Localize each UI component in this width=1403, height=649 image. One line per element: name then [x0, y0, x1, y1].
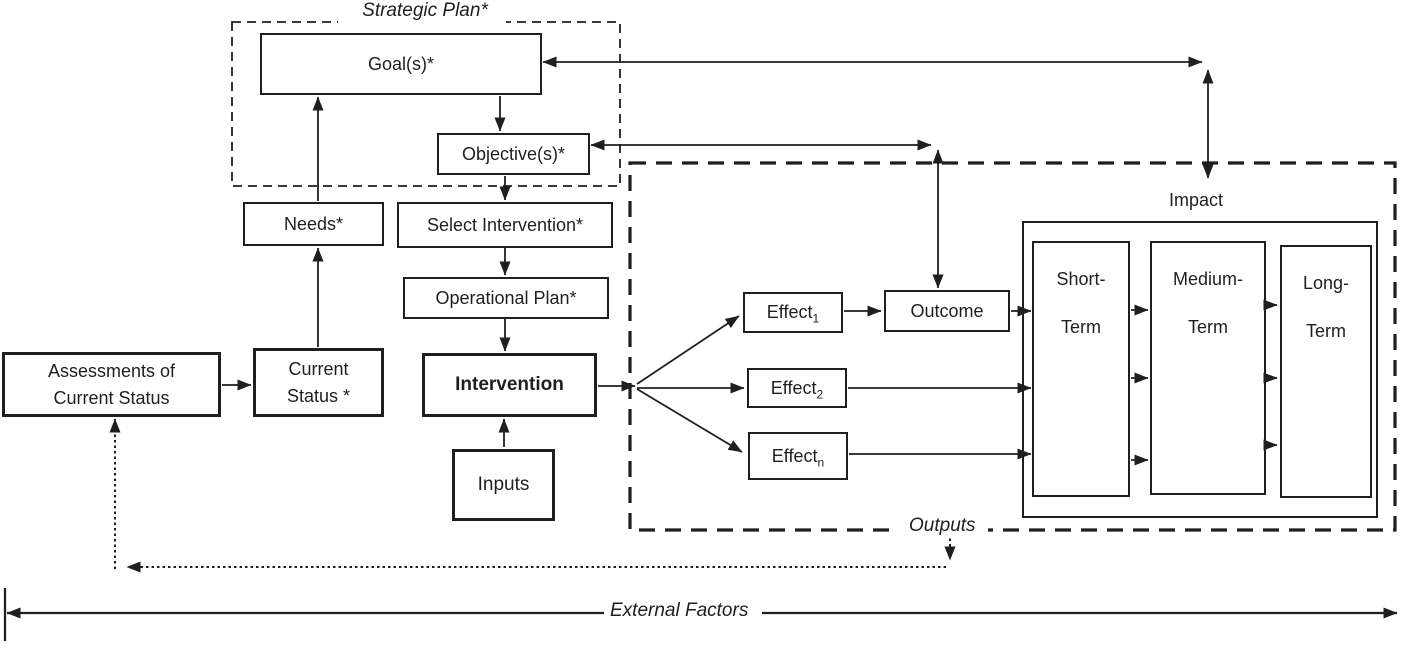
assessments-box: Assessments of Current Status [2, 352, 221, 417]
long-term-label-line2: Term [1306, 321, 1346, 341]
short-term-label-line2: Term [1061, 317, 1101, 337]
objectives-box: Objective(s)* [437, 133, 590, 175]
effect2-label: Effect2 [770, 377, 824, 402]
external-factors-label: External Factors [604, 600, 755, 622]
outputs-dashed-box [628, 161, 1397, 532]
intervention-label: Intervention [455, 374, 564, 396]
assessments-label-line1: Assessments of [47, 361, 176, 382]
strategic-plan-title: Strategic Plan* [362, 0, 488, 21]
select-intervention-label: Select Intervention* [426, 214, 584, 235]
impact-label: Impact [1168, 190, 1224, 210]
short-term-box: Short- Term [1032, 241, 1130, 497]
operational-plan-box: Operational Plan* [403, 277, 609, 319]
needs-box: Needs* [243, 202, 384, 246]
select-intervention-box: Select Intervention* [397, 202, 613, 248]
medium-term-box: Medium- Term [1150, 241, 1266, 495]
medium-term-label-line2: Term [1188, 317, 1228, 337]
inputs-label: Inputs [477, 474, 530, 496]
long-term-box: Long- Term [1280, 245, 1372, 498]
arrows-medium-to-long-term [1263, 299, 1278, 451]
arrow-fan-to-effectn [636, 388, 743, 453]
current-status-box: Current Status * [253, 348, 384, 417]
inputs-box: Inputs [452, 449, 555, 521]
long-term-label-line1: Long- [1302, 273, 1350, 293]
impact-outer-box [1022, 221, 1378, 518]
effect1-box: Effect1 [743, 292, 843, 333]
short-term-label-line1: Short- [1056, 269, 1106, 289]
medium-term-label-line1: Medium- [1172, 269, 1243, 289]
objectives-label: Objective(s)* [461, 143, 566, 164]
outcome-box: Outcome [884, 290, 1010, 332]
effectn-box: Effectn [748, 432, 848, 480]
assessments-label-line2: Current Status [53, 387, 170, 408]
goals-label: Goal(s)* [367, 53, 434, 74]
needs-label: Needs* [283, 213, 344, 234]
arrows-short-to-medium-term [1131, 304, 1149, 466]
current-status-label-line1: Current [288, 359, 349, 380]
arrow-fan-to-effect1 [636, 315, 740, 385]
operational-plan-label: Operational Plan* [435, 287, 577, 308]
effect2-box: Effect2 [747, 368, 847, 408]
external-factors-arrow [3, 588, 1398, 641]
outputs-label: Outputs [897, 515, 988, 537]
effect1-label: Effect1 [766, 302, 820, 327]
outcome-label: Outcome [910, 300, 984, 321]
current-status-label-line2: Status * [286, 385, 351, 406]
goals-box: Goal(s)* [260, 33, 542, 95]
intervention-box: Intervention [422, 353, 597, 417]
strategic-plan-dashed-box [231, 14, 621, 187]
effectn-label: Effectn [771, 445, 825, 470]
